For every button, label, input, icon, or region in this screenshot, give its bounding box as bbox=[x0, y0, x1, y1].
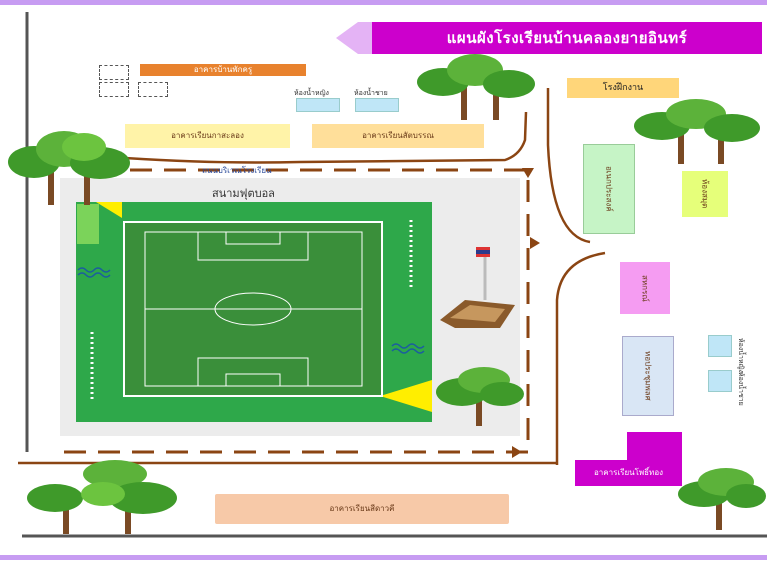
map-title: แผนผังโรงเรียนบ้านคลองยายอินทร์ bbox=[372, 22, 762, 54]
top-border-stripe bbox=[0, 0, 767, 5]
toilet-right-2 bbox=[708, 370, 732, 392]
building-phosithong: อาคารเรียนโพธิ์ทอง bbox=[575, 460, 682, 486]
tree-icon bbox=[436, 367, 524, 426]
parking-box bbox=[138, 82, 168, 97]
track-arrow-right-icon bbox=[530, 237, 540, 249]
title-arrow-icon bbox=[336, 22, 376, 54]
map-title-text: แผนผังโรงเรียนบ้านคลองยายอินทร์ bbox=[446, 29, 688, 47]
toilet-right-1-label: ห้องน้ำหญิง bbox=[737, 338, 745, 373]
pitch-corner-top bbox=[96, 202, 122, 218]
building-satban-label: อาคารเรียนสัตบรรณ bbox=[362, 131, 434, 141]
toilet-right-1 bbox=[708, 335, 732, 357]
boys-toilet-label: ห้องน้ำชาย bbox=[354, 89, 388, 97]
girls-toilet bbox=[296, 98, 340, 112]
tree-icon bbox=[678, 468, 766, 530]
building-multipurpose: อเนกประสงค์ bbox=[583, 144, 635, 234]
building-phosithong-label: อาคารเรียนโพธิ์ทอง bbox=[593, 468, 664, 478]
road-label: ถนนบริเวณโรงเรียน bbox=[202, 166, 272, 175]
toilet-right-2-label: ห้องน้ำชาย bbox=[737, 372, 745, 406]
building-coop-label: สหกรณ์ bbox=[640, 274, 650, 302]
building-hall: หอประชุมพลศ bbox=[622, 336, 674, 416]
building-kasalong: อาคารเรียนกาสะลอง bbox=[125, 124, 290, 148]
right-road-upper bbox=[546, 88, 591, 244]
parking-box bbox=[99, 82, 129, 97]
tree-icon bbox=[27, 460, 177, 534]
tree-icon bbox=[417, 54, 535, 120]
track-arrow-down-icon bbox=[522, 168, 534, 178]
dashed-track bbox=[52, 168, 530, 454]
building-library: ห้องสมุด bbox=[682, 171, 728, 217]
workshop-label: โรงฝึกงาน bbox=[602, 82, 644, 93]
bottom-border-stripe bbox=[0, 555, 767, 560]
building-multipurpose-label: อเนกประสงค์ bbox=[604, 166, 614, 212]
girls-toilet-label: ห้องน้ำหญิง bbox=[294, 89, 329, 97]
tree-icon bbox=[634, 99, 760, 164]
building-sidaokhae: อาคารเรียนสีดาวคี bbox=[215, 494, 509, 524]
right-road-lower bbox=[555, 251, 606, 465]
tree-icon bbox=[8, 131, 130, 205]
football-field-label: สนามฟุตบอล bbox=[212, 187, 275, 200]
pitch-corner-bottom bbox=[380, 380, 432, 412]
teacher-house-label: อาคารบ้านพักครู bbox=[193, 65, 253, 75]
building-phosithong-top bbox=[627, 432, 682, 462]
building-sidaokhae-label: อาคารเรียนสีดาวคี bbox=[329, 504, 395, 514]
teacher-house: อาคารบ้านพักครู bbox=[140, 64, 306, 76]
building-satban: อาคารเรียนสัตบรรณ bbox=[312, 124, 484, 148]
parking-box bbox=[99, 65, 129, 80]
building-hall-label: หอประชุมพลศ bbox=[643, 351, 653, 401]
building-library-label: ห้องสมุด bbox=[700, 179, 710, 209]
track-arrow-bottom-icon bbox=[512, 446, 522, 458]
pitch-hatched-box bbox=[77, 204, 99, 244]
building-coop: สหกรณ์ bbox=[620, 262, 670, 314]
building-kasalong-label: อาคารเรียนกาสะลอง bbox=[171, 131, 244, 141]
boys-toilet bbox=[355, 98, 399, 112]
workshop: โรงฝึกงาน bbox=[567, 78, 679, 98]
